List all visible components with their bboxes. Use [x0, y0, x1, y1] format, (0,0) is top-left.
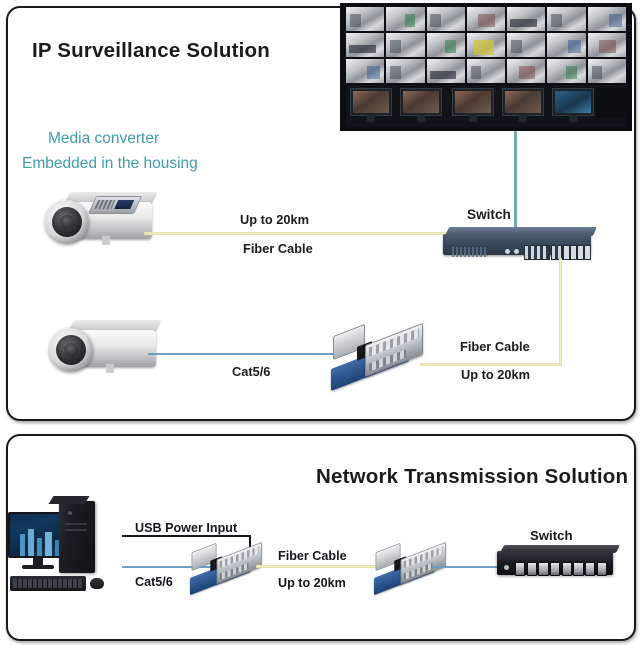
operator-monitor — [502, 88, 544, 122]
cat5-link-converter-to-switch — [432, 566, 504, 568]
video-wall-tile — [386, 59, 425, 83]
desktop-pc — [4, 495, 129, 610]
operator-monitor — [552, 88, 594, 122]
rack-switch-led — [505, 249, 510, 254]
embedded-media-converter — [87, 196, 143, 214]
video-wall-tile — [426, 33, 465, 57]
rack-switch-sfp-ports — [524, 245, 550, 260]
video-wall-tile — [346, 59, 385, 83]
link-label-cat5-a: Cat5/6 — [232, 364, 271, 379]
video-wall-tile — [547, 33, 586, 57]
video-wall-tile — [587, 33, 626, 57]
keyboard — [10, 576, 86, 591]
link-label-up-to-20km-a: Up to 20km — [240, 212, 309, 227]
monitor-base — [22, 565, 54, 569]
video-wall-tile — [507, 33, 546, 57]
link-label-up-to-20km-c: Up to 20km — [278, 576, 346, 590]
cat5-link-camera-to-converter — [148, 353, 348, 355]
desktop-switch-led — [504, 565, 509, 570]
rack-switch-rj45-ports — [561, 245, 563, 260]
link-label-cat5-b: Cat5/6 — [135, 575, 173, 589]
tower-top — [48, 496, 90, 504]
link-label-fiber-cable-a: Fiber Cable — [243, 241, 313, 256]
video-wall-tile — [507, 7, 546, 31]
panel-network-transmission — [6, 434, 636, 641]
ip-camera-top — [36, 192, 166, 250]
video-wall-tile — [547, 59, 586, 83]
link-label-fiber-cable-b: Fiber Cable — [460, 339, 530, 354]
fiber-link-converter-to-switch-riser — [559, 258, 562, 366]
video-wall-monitor-grid — [346, 7, 626, 83]
operator-monitor — [400, 88, 442, 122]
fiber-link-camera-to-switch — [144, 232, 458, 235]
video-wall-tile — [466, 7, 506, 31]
video-wall-tile — [587, 59, 626, 83]
cat5-link-pc-to-converter — [122, 566, 218, 568]
camera-lens-inner — [64, 343, 78, 357]
media-converter-left — [190, 541, 262, 596]
power-button-icon — [68, 511, 72, 515]
rack-switch-rj45-ports — [563, 245, 591, 260]
video-wall-tile — [346, 33, 385, 57]
video-wall-image — [340, 3, 632, 131]
video-wall-tile — [587, 7, 626, 31]
video-wall-tile — [426, 7, 465, 31]
fiber-link-converter-to-switch — [420, 363, 562, 366]
control-room-desk — [346, 85, 626, 127]
rack-switch-vents — [452, 247, 488, 257]
video-wall-tile — [386, 33, 425, 57]
video-wall-tile — [466, 33, 506, 57]
pc-monitor — [8, 512, 70, 558]
video-wall-tile — [507, 59, 546, 83]
video-wall-tile — [547, 7, 586, 31]
camera-lens-inner — [60, 215, 74, 229]
link-label-fiber-cable-c: Fiber Cable — [278, 549, 347, 563]
operator-monitor — [350, 88, 392, 122]
video-wall-tile — [426, 59, 465, 83]
media-converter-caption-line1: Media converter — [48, 130, 160, 147]
rack-switch-label: Switch — [467, 207, 511, 222]
video-wall-tile — [386, 7, 425, 31]
converter-sfp-cage — [365, 322, 423, 378]
operator-console — [596, 88, 626, 118]
uplink-switch-to-video-wall — [514, 131, 517, 227]
sfp-media-converter — [331, 322, 427, 391]
usb-power-link — [122, 535, 250, 537]
media-converter-caption-line2: Embedded in the housing — [22, 155, 198, 172]
camera-lens-ring — [45, 200, 89, 244]
desktop-switch-body — [497, 551, 613, 576]
ip-camera-bottom — [40, 320, 170, 378]
rack-switch — [443, 227, 598, 261]
drive-bay — [65, 529, 87, 531]
link-label-up-to-20km-b: Up to 20km — [461, 367, 530, 382]
link-label-usb-power: USB Power Input — [135, 521, 238, 535]
camera-lens — [56, 335, 86, 365]
video-wall-tile — [346, 7, 385, 31]
desktop-switch-label: Switch — [530, 528, 573, 543]
page-title-network-transmission: Network Transmission Solution — [316, 465, 629, 488]
video-wall-tile — [466, 59, 506, 83]
operator-monitor — [452, 88, 494, 122]
fiber-link-between-converters — [256, 565, 376, 568]
desktop-switch-rj45-ports — [515, 562, 607, 576]
media-converter-right — [374, 541, 446, 596]
rack-switch-led — [514, 249, 519, 254]
page-title-ip-surveillance: IP Surveillance Solution — [32, 39, 270, 62]
mouse — [90, 578, 104, 589]
desktop-switch — [497, 545, 621, 577]
pc-tower — [48, 496, 95, 573]
monitor-stand — [33, 558, 43, 566]
camera-mount-bracket — [102, 236, 110, 245]
camera-lens — [52, 207, 82, 237]
drive-bay — [65, 523, 87, 525]
camera-mount-bracket — [106, 364, 114, 373]
camera-lens-ring — [49, 328, 93, 372]
